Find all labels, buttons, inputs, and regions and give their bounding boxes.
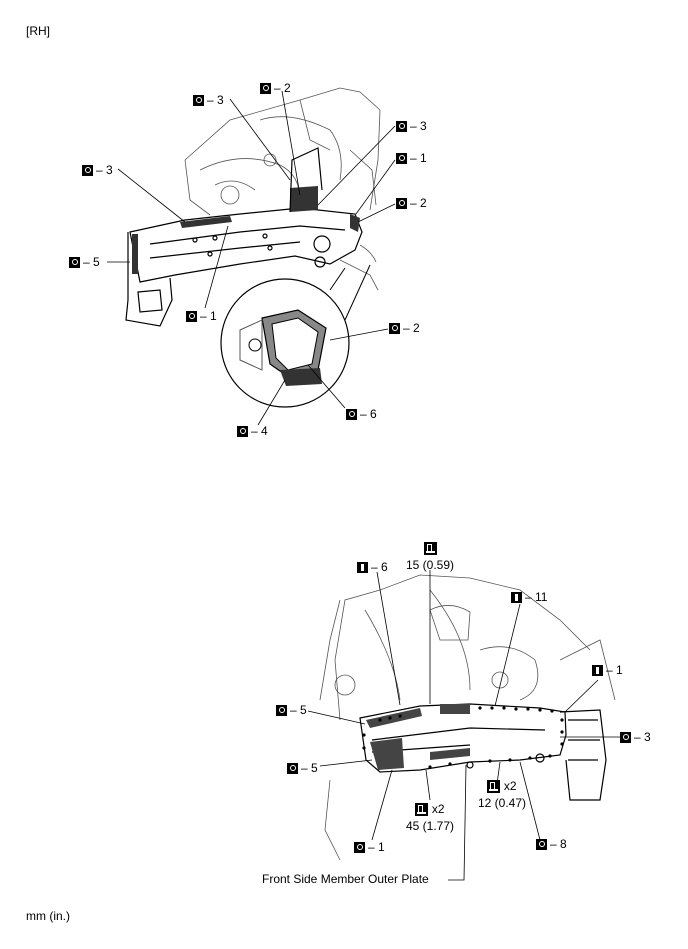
weld-symbol-icon — [346, 408, 357, 420]
weld-symbol-icon — [536, 838, 547, 850]
callout-bottom-3: – 1 — [592, 664, 623, 676]
callout-bottom-7: – 1 — [354, 841, 385, 853]
callout-top-11: – 4 — [237, 425, 268, 437]
callout-top-3: – 3 — [396, 120, 427, 132]
callout-top-1: – 3 — [193, 94, 224, 106]
top-engine-compartment-sketch — [184, 87, 381, 291]
weld-symbol-icon — [193, 94, 204, 106]
top-leader-lines — [107, 90, 396, 426]
weld-symbol-icon — [237, 425, 248, 437]
spec-12: x2 12 (0.47) — [477, 779, 527, 811]
top-front-side-member — [125, 207, 363, 327]
callout-top-10: – 6 — [346, 408, 377, 420]
weld-symbol-icon — [389, 322, 400, 334]
callout-bottom-8: – 8 — [536, 838, 567, 850]
callout-top-9: – 2 — [389, 322, 420, 334]
callout-top-8: – 1 — [186, 310, 217, 322]
callout-bottom-2: – 11 — [511, 591, 547, 603]
weld-symbol-icon — [276, 704, 287, 716]
callout-bottom-6: – 5 — [287, 762, 318, 774]
bottom-weld-areas — [366, 704, 470, 770]
measure-icon — [415, 803, 429, 817]
side-label: [RH] — [26, 24, 50, 38]
callout-top-4: – 1 — [396, 152, 427, 164]
callout-bottom-4: – 5 — [276, 704, 307, 716]
top-weld-areas — [132, 186, 360, 274]
weld-symbol-icon — [396, 152, 407, 164]
part-label: Front Side Member Outer Plate — [262, 872, 429, 886]
weld-symbol-icon — [354, 841, 365, 853]
spec-45: x2 45 (1.77) — [405, 802, 455, 834]
callout-bottom-5: – 3 — [620, 731, 651, 743]
top-upper-bracket — [289, 147, 323, 213]
callout-top-6: – 2 — [396, 197, 427, 209]
measure-icon — [423, 542, 437, 556]
callout-bottom-1: – 6 — [357, 561, 388, 573]
install-symbol-icon — [357, 561, 368, 573]
weld-symbol-icon — [82, 164, 93, 176]
weld-symbol-icon — [396, 120, 407, 132]
install-symbol-icon — [592, 664, 603, 676]
bottom-leader-lines — [307, 570, 620, 881]
callout-top-5: – 3 — [82, 164, 113, 176]
install-symbol-icon — [511, 591, 522, 603]
spec-15: 15 (0.59) — [400, 542, 460, 572]
weld-symbol-icon — [69, 256, 80, 268]
callout-top-7: – 5 — [69, 256, 100, 268]
units-label: mm (in.) — [26, 909, 70, 923]
weld-symbol-icon — [260, 82, 271, 94]
weld-symbol-icon — [186, 310, 197, 322]
callout-top-2: – 2 — [260, 82, 291, 94]
measure-icon — [487, 780, 501, 794]
weld-symbol-icon — [287, 762, 298, 774]
top-detail-magnifier — [220, 264, 371, 408]
weld-symbol-icon — [620, 731, 631, 743]
bottom-weld-dots — [362, 706, 564, 769]
bottom-engine-compartment-sketch — [319, 574, 616, 861]
weld-symbol-icon — [396, 197, 407, 209]
